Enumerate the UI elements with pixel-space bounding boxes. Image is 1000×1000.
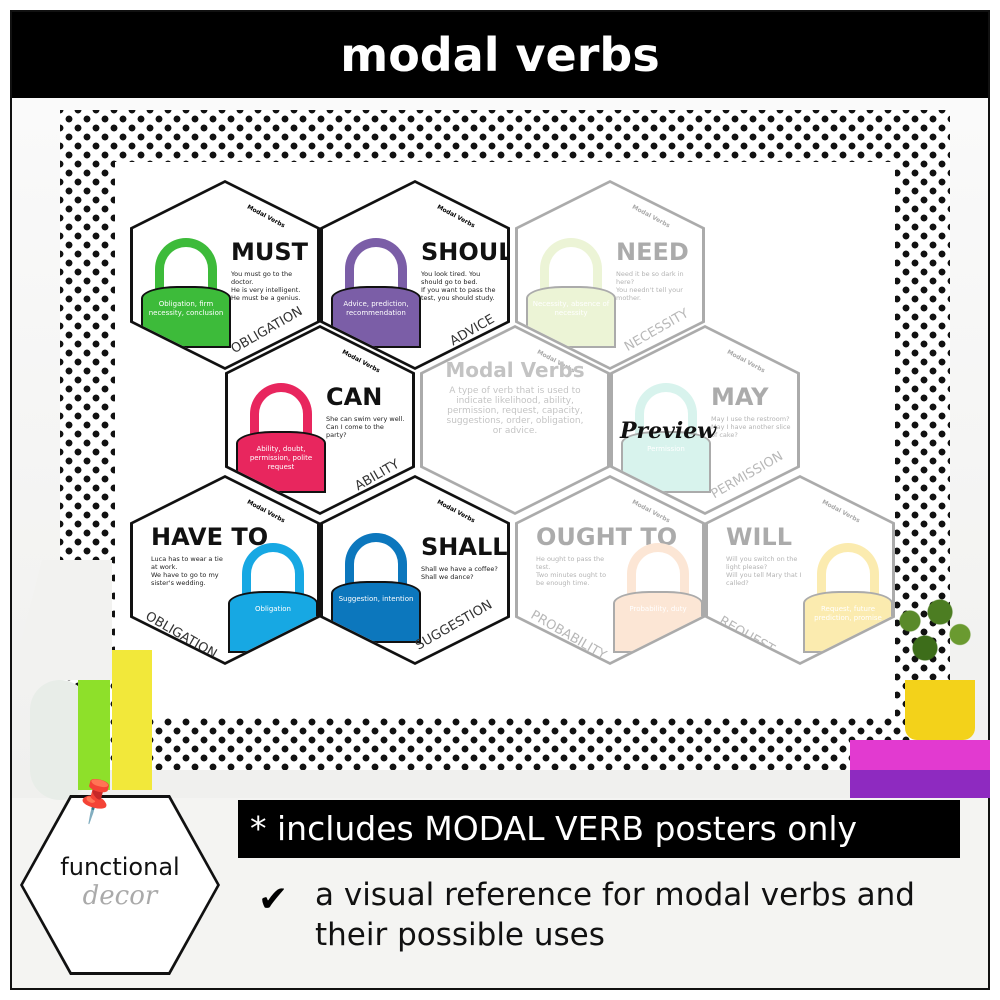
example: Luca has to wear a tie at work. [151, 555, 223, 571]
example: May I have another slice of cake? [711, 423, 791, 439]
plant-pot [905, 680, 975, 740]
poster-need: Modal Verbs NEED Need it be so dark in h… [515, 180, 705, 370]
poster-will: Modal Verbs WILL Will you switch on the … [705, 475, 895, 665]
example: Shall we dance? [421, 573, 474, 581]
example: We have to go to my sister's wedding. [151, 571, 219, 587]
examples: Need it be so dark in here? You needn't … [616, 270, 696, 302]
example: He ought to pass the test. [536, 555, 605, 571]
padlock-icon: Ability, doubt, permission, polite reque… [236, 383, 326, 493]
functional-decor-logo: functional decor [20, 795, 220, 975]
example: Will you tell Mary that I called? [726, 571, 802, 587]
example: You needn't tell your mother. [616, 286, 683, 302]
examples: You look tired. You should go to bed. If… [421, 270, 501, 302]
examples: He ought to pass the test. Two minutes o… [536, 555, 616, 587]
description: a visual reference for modal verbs and t… [315, 877, 915, 953]
example: You must go to the doctor. [231, 270, 293, 286]
example: May I use the restroom? [711, 415, 790, 423]
example: She can swim very well. [326, 415, 405, 423]
checkmark-circle-icon: ✔ [258, 879, 289, 920]
modal-word: SHALL [421, 533, 507, 561]
preview-watermark: Preview [620, 418, 717, 444]
example: He is very intelligent. He must be a gen… [231, 286, 301, 302]
plant [880, 585, 980, 675]
book [78, 680, 110, 790]
poster-may: Modal Verbs MAY May I use the restroom? … [610, 325, 800, 515]
book [112, 650, 152, 790]
modal-word: CAN [326, 383, 383, 411]
examples: You must go to the doctor. He is very in… [231, 270, 311, 302]
example: Need it be so dark in here? [616, 270, 684, 286]
poster-ought-to: Modal Verbs OUGHT TO He ought to pass th… [515, 475, 705, 665]
example: If you want to pass the test, you should… [421, 286, 496, 302]
modal-word: MUST [231, 238, 309, 266]
page-title: modal verbs [12, 12, 988, 98]
book [850, 740, 990, 770]
examples: Will you switch on the light please? Wil… [726, 555, 806, 587]
example: You look tired. You should go to bed. [421, 270, 481, 286]
example: Two minutes ought to be enough time. [536, 571, 607, 587]
padlock-icon: Necessity, absence of necessity [526, 238, 616, 348]
padlock-icon: Obligation, firm necessity, conclusion [141, 238, 231, 348]
padlock-icon: Advice, prediction, recommendation [331, 238, 421, 348]
examples: Luca has to wear a tie at work. We have … [151, 555, 231, 587]
padlock-icon: Suggestion, intention [331, 533, 421, 643]
logo-line2: decor [82, 881, 158, 911]
example: Shall we have a coffee? [421, 565, 498, 573]
modal-word: SHOULD [421, 238, 507, 266]
example: Will you switch on the light please? [726, 555, 798, 571]
modal-word: HAVE TO [151, 523, 269, 551]
modal-word: WILL [726, 523, 792, 551]
modal-word: NEED [616, 238, 689, 266]
examples: May I use the restroom? May I have anoth… [711, 415, 791, 439]
example: Can I come to the party? [326, 423, 384, 439]
book [850, 770, 990, 798]
intro-title: Modal Verbs [445, 358, 585, 382]
modal-word: MAY [711, 383, 769, 411]
intro-text: A type of verb that is used to indicate … [446, 386, 584, 436]
logo-line1: functional [60, 853, 180, 881]
examples: She can swim very well. Can I come to th… [326, 415, 406, 439]
poster-must: Modal Verbs MUST You must go to the doct… [130, 180, 320, 370]
includes-banner: * includes MODAL VERB posters only [238, 800, 960, 858]
examples: Shall we have a coffee? Shall we dance? [421, 565, 501, 581]
